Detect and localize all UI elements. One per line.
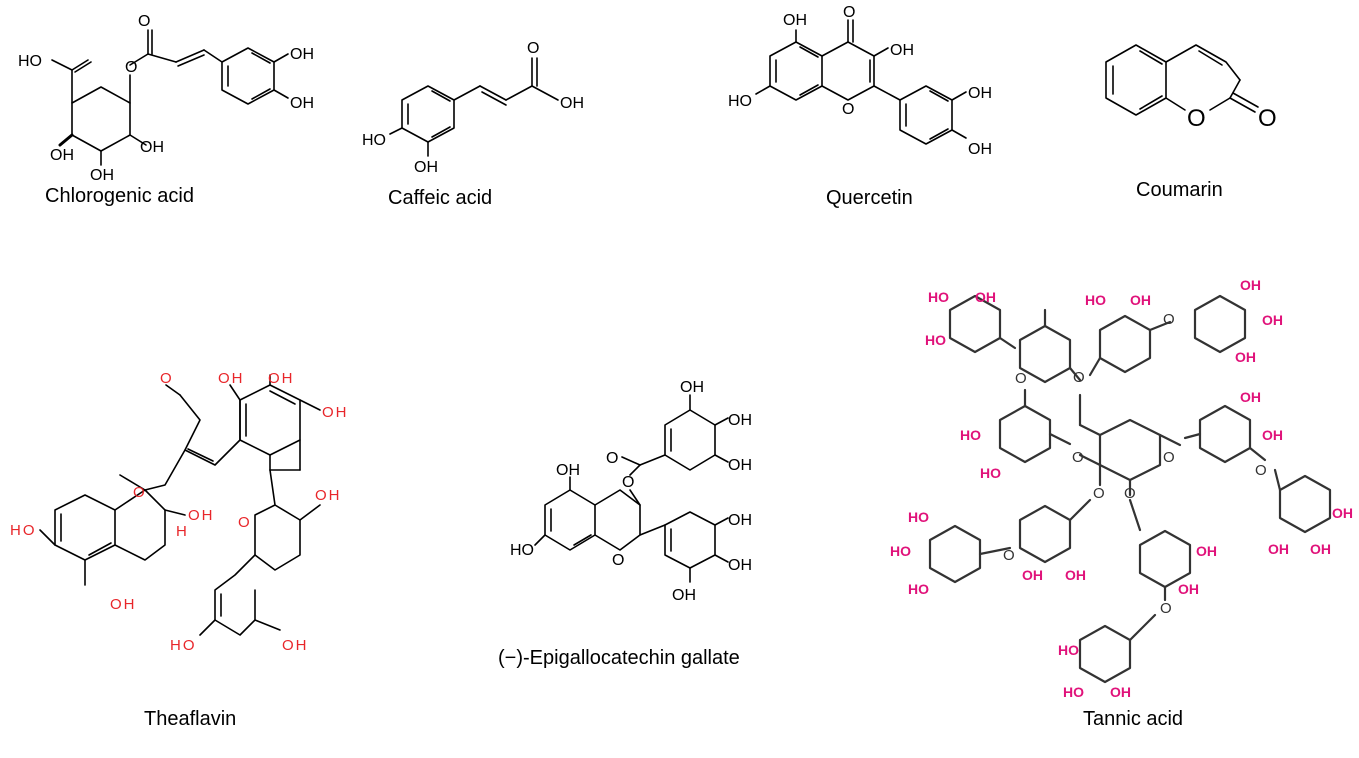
atom-o: O — [1163, 311, 1175, 328]
structure-chlorogenic-acid: HO O O OH OH OH OH OH — [18, 13, 314, 184]
atom-o: O — [160, 370, 174, 387]
atom-oh: OH — [268, 370, 295, 387]
atom-oh: OH — [90, 167, 114, 184]
atom-oh: OH — [968, 85, 992, 102]
atom-oh: OH — [1178, 581, 1199, 597]
structure-coumarin: O O — [1105, 44, 1277, 132]
caption-quercetin: Quercetin — [826, 187, 913, 209]
atom-h: H — [176, 523, 189, 540]
atom-oh: OH — [560, 95, 584, 112]
atom-o: O — [1093, 485, 1105, 502]
atom-ho: HO — [1058, 642, 1079, 658]
atom-ho: HO — [925, 332, 946, 348]
caption-caffeic-acid: Caffeic acid — [388, 187, 493, 209]
atom-oh: OH — [1332, 505, 1353, 521]
atom-oh: OH — [414, 159, 438, 176]
atom-oh: OH — [556, 462, 580, 479]
atom-ho: HO — [908, 581, 929, 597]
atom-ho: HO — [928, 289, 949, 305]
atom-o: O — [238, 514, 252, 531]
atom-o: O — [622, 474, 634, 491]
atom-o: O — [138, 13, 150, 30]
atom-ho: HO — [890, 543, 911, 559]
atom-ho: HO — [908, 509, 929, 525]
atom-o: O — [1073, 369, 1085, 386]
atom-o: O — [1015, 370, 1027, 387]
atom-o: O — [1003, 547, 1015, 564]
atom-ho: HO — [170, 637, 197, 654]
atom-oh: OH — [315, 487, 342, 504]
atom-ho: HO — [10, 522, 37, 539]
atom-oh: OH — [1310, 541, 1331, 557]
atom-oh: OH — [1022, 567, 1043, 583]
atom-oh: OH — [110, 596, 137, 613]
atom-oh: OH — [290, 95, 314, 112]
atom-oh: OH — [728, 512, 752, 529]
atom-oh: OH — [218, 370, 245, 387]
caption-theaflavin: Theaflavin — [144, 708, 237, 730]
atom-o: O — [527, 40, 539, 57]
atom-oh: OH — [290, 46, 314, 63]
atom-oh: OH — [975, 289, 996, 305]
atom-ho: HO — [510, 542, 534, 559]
atom-oh: OH — [1262, 427, 1283, 443]
atom-oh: OH — [1065, 567, 1086, 583]
atom-o: O — [1258, 105, 1277, 132]
caption-chlorogenic-acid: Chlorogenic acid — [45, 185, 194, 207]
atom-oh: OH — [322, 404, 349, 421]
atom-ho: HO — [960, 427, 981, 443]
structure-quercetin: OH O OH HO O OH OH — [728, 4, 992, 158]
atom-oh: OH — [1240, 277, 1261, 293]
atom-oh: OH — [783, 12, 807, 29]
atom-oh: OH — [728, 557, 752, 574]
atom-o: O — [133, 484, 147, 501]
atom-o: O — [1160, 600, 1172, 617]
structure-tannic-acid: O O O O O O O O O O HO OH HO HO OH OH OH… — [890, 277, 1353, 700]
caption-tannic-acid: Tannic acid — [1083, 708, 1184, 730]
atom-ho: HO — [728, 93, 752, 110]
atom-oh: OH — [728, 457, 752, 474]
caption-coumarin: Coumarin — [1136, 179, 1223, 201]
caption-egcg: (−)-Epigallocatechin gallate — [498, 647, 740, 669]
atom-oh: OH — [282, 637, 309, 654]
atom-o: O — [843, 4, 855, 21]
atom-oh: OH — [680, 379, 704, 396]
structure-egcg: OH HO O O O OH OH OH OH OH OH — [510, 379, 752, 604]
atom-oh: OH — [1196, 543, 1217, 559]
atom-ho: HO — [18, 53, 42, 70]
atom-o: O — [842, 101, 854, 118]
atom-oh: OH — [140, 139, 164, 156]
atom-oh: OH — [1268, 541, 1289, 557]
atom-o: O — [125, 59, 137, 76]
atom-ho: HO — [1085, 292, 1106, 308]
atom-ho: HO — [980, 465, 1001, 481]
atom-o: O — [1187, 105, 1206, 132]
atom-oh: OH — [1262, 312, 1283, 328]
atom-oh: OH — [50, 147, 74, 164]
atom-o: O — [606, 450, 618, 467]
atom-ho: HO — [1063, 684, 1084, 700]
atom-oh: OH — [1235, 349, 1256, 365]
atom-oh: OH — [1240, 389, 1261, 405]
atom-o: O — [1163, 449, 1175, 466]
atom-oh: OH — [1110, 684, 1131, 700]
atom-oh: OH — [968, 141, 992, 158]
structure-caffeic-acid: O OH HO OH — [362, 40, 584, 176]
atom-oh: OH — [890, 42, 914, 59]
atom-oh: OH — [188, 507, 215, 524]
structure-theaflavin: O OH OH OH O OH H HO OH O OH HO OH — [10, 370, 349, 654]
atom-oh: OH — [728, 412, 752, 429]
atom-o: O — [1072, 449, 1084, 466]
atom-oh: OH — [672, 587, 696, 604]
atom-o: O — [1124, 485, 1136, 502]
atom-oh: OH — [1130, 292, 1151, 308]
atom-o: O — [612, 552, 624, 569]
atom-o: O — [1255, 462, 1267, 479]
atom-ho: HO — [362, 132, 386, 149]
